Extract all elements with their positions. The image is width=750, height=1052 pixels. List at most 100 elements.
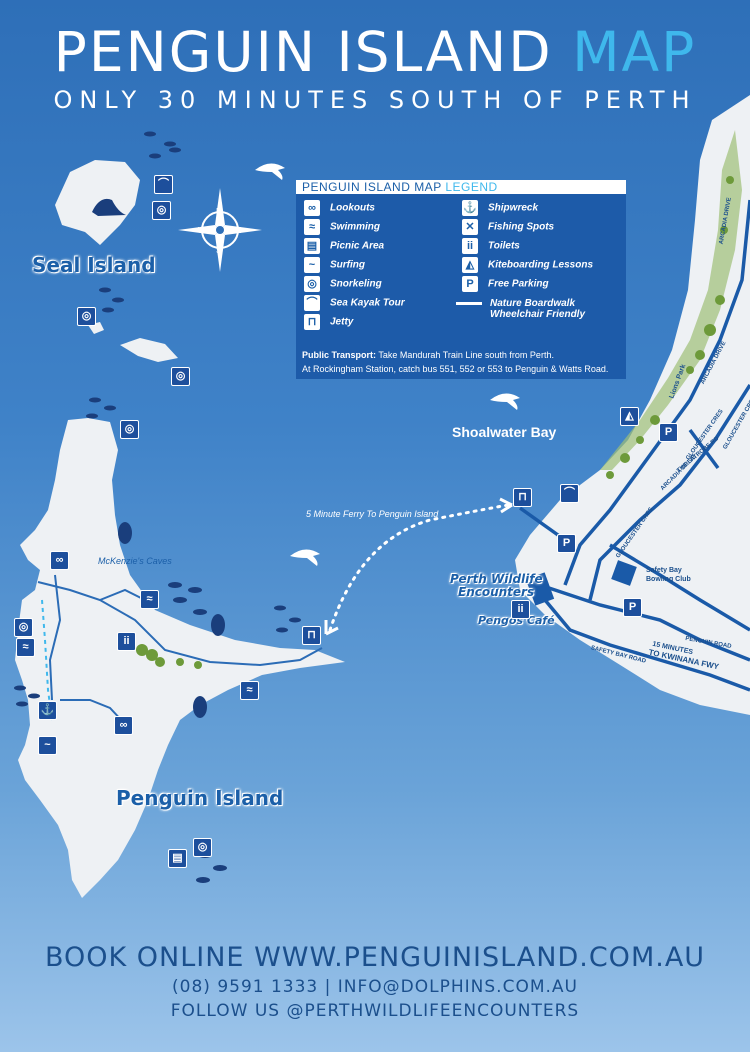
lookout-marker[interactable]: ∞	[50, 551, 69, 570]
jetty-marker[interactable]: ⊓	[302, 626, 321, 645]
legend-item-label: Free Parking	[488, 278, 549, 290]
perth-wildlife-label-2: Encounters	[458, 585, 535, 599]
snorkel-marker[interactable]: ◎	[193, 838, 212, 857]
ferry-arrow-left	[324, 620, 339, 636]
parking-marker[interactable]: P	[623, 598, 642, 617]
legend-item: ⊓ Jetty	[304, 314, 353, 330]
legend-item-label: Picnic Area	[330, 240, 385, 252]
penguin-icons	[118, 522, 225, 718]
boardwalk-line1: Nature Boardwalk	[490, 298, 576, 309]
bowling-club-building	[611, 560, 637, 586]
legend-item-label: Kiteboarding Lessons	[488, 259, 594, 271]
snorkel-marker[interactable]: ◎	[120, 420, 139, 439]
legend-item: ✕ Fishing Spots	[462, 219, 554, 235]
legend-item-label: Shipwreck	[488, 202, 539, 214]
legend-item-label: Toilets	[488, 240, 520, 252]
swim-marker[interactable]: ≈	[16, 638, 35, 657]
snorkel-marker[interactable]: ◎	[152, 201, 171, 220]
transport-label: Public Transport:	[302, 350, 377, 360]
compass-w: W	[198, 226, 206, 235]
snorkel-marker[interactable]: ◎	[77, 307, 96, 326]
toilets-icon: ii	[462, 238, 478, 254]
trees-island	[136, 644, 202, 669]
toilets-marker[interactable]: ii	[511, 600, 530, 619]
compass-e: E	[236, 226, 242, 235]
legend-item-label: Swimming	[330, 221, 381, 233]
jetty-icon: ⊓	[304, 314, 320, 330]
compass-n: N	[216, 207, 222, 216]
legend-title: PENGUIN ISLAND MAP LEGEND	[296, 180, 626, 194]
trees-mainland	[606, 176, 734, 479]
follow-us[interactable]: FOLLOW US @PERTHWILDLIFEENCOUNTERS	[170, 1001, 580, 1021]
legend-item-label: Snorkeling	[330, 278, 382, 290]
bowling-club-label-2: Bowling Club	[646, 576, 691, 583]
boardwalk-line2: Wheelchair Friendly	[490, 309, 586, 320]
legend-title-accent: LEGEND	[445, 180, 498, 194]
toilets-marker[interactable]: ii	[117, 632, 136, 651]
legend-item: ◭ Kiteboarding Lessons	[462, 257, 593, 273]
fish-schools	[14, 131, 301, 883]
legend-item: ◎ Snorkeling	[304, 276, 382, 292]
kayak-marker[interactable]: ⌒	[154, 175, 173, 194]
penguin-island-label: Penguin Island	[116, 786, 284, 810]
picnic-marker[interactable]: ▤	[168, 849, 187, 868]
dolphin-icons	[255, 163, 520, 566]
perth-wildlife-label-1: Perth Wildlife	[450, 572, 543, 586]
transport-text1: Take Mandurah Train Line south from Pert…	[376, 350, 554, 360]
shipwreck-icon: ⚓	[462, 200, 478, 216]
seal-island-label: Seal Island	[32, 253, 156, 277]
parking-marker[interactable]: P	[557, 534, 576, 553]
kiteboard-marker[interactable]: ◭	[620, 407, 639, 426]
legend-item-label: Jetty	[330, 316, 354, 328]
swimmer-icon: ≈	[304, 219, 320, 235]
bowling-club-label-1: Safety Bay	[646, 567, 682, 574]
map-legend: PENGUIN ISLAND MAP LEGEND ∞Lookouts ≈ Swim…	[296, 180, 626, 379]
kayak-marker[interactable]: ⌒	[560, 484, 579, 503]
pengos-cafe-label: Pengos Café	[478, 614, 555, 627]
legend-item: ~Surfing	[304, 257, 365, 273]
park-strip	[600, 130, 742, 470]
page-subtitle: ONLY 30 MINUTES SOUTH OF PERTH	[53, 86, 697, 114]
snorkel-icon: ◎	[304, 276, 320, 292]
contact-info[interactable]: (08) 9591 1333 | INFO@DOLPHINS.COM.AU	[172, 977, 578, 997]
snorkel-marker[interactable]: ◎	[171, 367, 190, 386]
ferry-arrow-right	[499, 497, 513, 514]
fishing-icon: ✕	[462, 219, 478, 235]
swim-marker[interactable]: ≈	[140, 590, 159, 609]
jetty-marker[interactable]: ⊓	[513, 488, 532, 507]
parking-marker[interactable]: P	[659, 423, 678, 442]
legend-item: ⚓ Shipwreck	[462, 200, 538, 216]
page-title: PENGUIN ISLAND MAP	[0, 20, 750, 84]
boardwalk-line-icon	[456, 302, 482, 305]
legend-item: P Free Parking	[462, 276, 549, 292]
snorkel-marker[interactable]: ◎	[14, 618, 33, 637]
legend-item-label: Surfing	[330, 259, 365, 271]
picnic-icon: ▤	[304, 238, 320, 254]
compass-s: S	[216, 246, 222, 255]
ferry-route-label: 5 Minute Ferry To Penguin Island	[306, 509, 439, 519]
legend-item: ≈ Swimming	[304, 219, 380, 235]
surf-marker[interactable]: ~	[38, 736, 57, 755]
legend-transport: Public Transport: Take Mandurah Train Li…	[302, 348, 622, 376]
parking-icon: P	[462, 276, 478, 292]
legend-item-label: Fishing Spots	[488, 221, 555, 233]
shoalwater-bay-label: Shoalwater Bay	[452, 424, 557, 440]
islet-1	[120, 338, 178, 362]
legend-item: ∞Lookouts	[304, 200, 375, 216]
seal-icon	[92, 198, 126, 216]
pwe-building	[525, 572, 555, 606]
seal-island	[55, 160, 140, 245]
legend-title-main: PENGUIN ISLAND MAP	[302, 180, 446, 194]
swim-marker[interactable]: ≈	[240, 681, 259, 700]
lookout-marker[interactable]: ∞	[114, 716, 133, 735]
legend-item: ▤ Picnic Area	[304, 238, 384, 254]
book-online-link[interactable]: BOOK ONLINE WWW.PENGUINISLAND.COM.AU	[44, 942, 706, 973]
ferry-route-line	[328, 503, 510, 632]
mckenzies-caves-label: McKenzie's Caves	[98, 556, 172, 566]
shipwreck-marker[interactable]: ⚓	[38, 701, 57, 720]
kiteboard-icon: ◭	[462, 257, 478, 273]
compass-rose	[178, 188, 262, 272]
binoculars-icon: ∞	[304, 200, 320, 216]
title-accent: MAP	[572, 20, 697, 84]
